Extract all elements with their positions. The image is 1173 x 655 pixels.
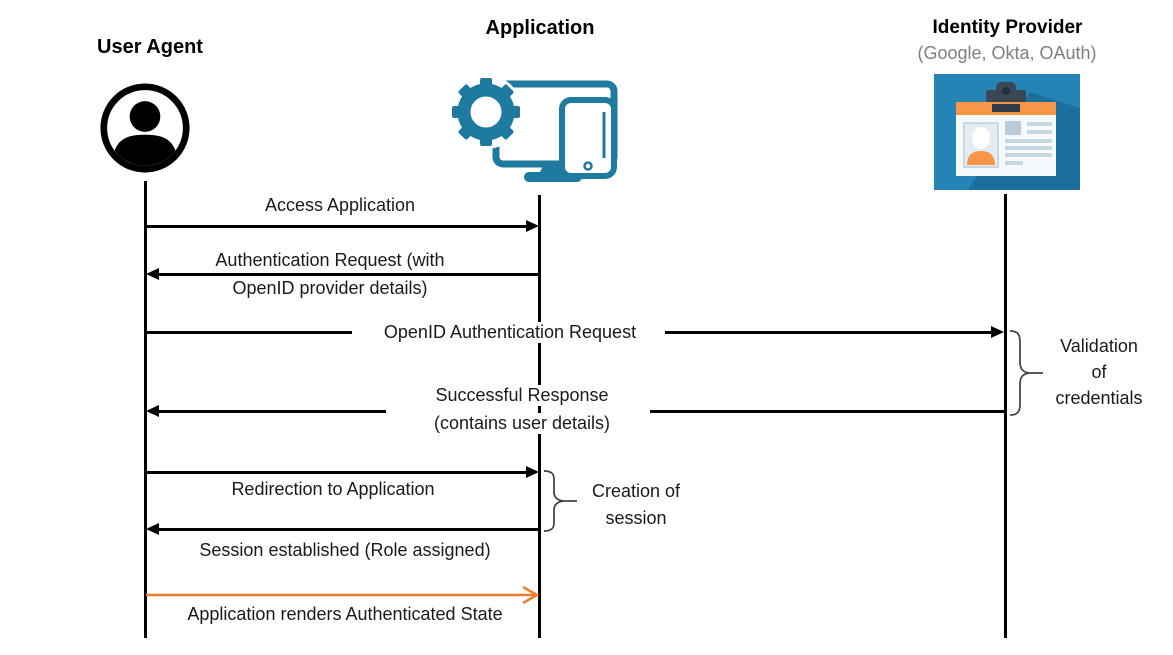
message-label-access-application: Access Application: [264, 195, 416, 215]
highlight-arrow-7: [146, 584, 541, 606]
message-arrow-2: [158, 273, 538, 276]
brace-creation-of-session: [541, 469, 579, 533]
actor-subtitle-identity-provider: (Google, Okta, OAuth): [917, 43, 1097, 63]
message-arrow-4-left-segment: [158, 410, 386, 413]
annotation-line: session: [605, 508, 667, 528]
arrowhead-right-1: [526, 220, 539, 232]
message-arrow-1: [146, 225, 528, 228]
actor-title-identity-provider: Identity Provider: [932, 17, 1083, 38]
annotation-creation-of-session: Creation of session: [574, 478, 698, 532]
annotation-line: Creation of: [591, 481, 681, 501]
message-label-authentication-request-line1: Authentication Request (with: [215, 250, 445, 270]
message-arrow-5: [146, 471, 528, 474]
annotation-line: of: [1091, 362, 1107, 382]
message-arrow-4-right-segment: [650, 410, 1006, 413]
message-label-successful-response-line1: Successful Response: [367, 385, 677, 406]
arrowhead-left-4: [146, 405, 159, 417]
message-label-openid-authentication-request: OpenID Authentication Request: [355, 322, 665, 343]
message-arrow-3-left-segment: [146, 331, 352, 334]
id-card-icon: [934, 74, 1080, 190]
gear-computer-tablet-icon: [452, 60, 627, 192]
lifeline-user-agent: [144, 181, 147, 638]
arrowhead-left-2: [146, 268, 159, 280]
message-label-successful-response-line2: (contains user details): [367, 413, 677, 434]
message-label-application-renders-authenticated-state: Application renders Authenticated State: [187, 604, 503, 624]
annotation-line: Validation: [1060, 336, 1138, 356]
message-arrow-6: [158, 528, 538, 531]
arrowhead-left-6: [146, 523, 159, 535]
actor-title-application: Application: [485, 17, 595, 39]
annotation-validation-of-credentials: Validation of credentials: [1038, 333, 1160, 411]
actor-title-user-agent: User Agent: [97, 36, 203, 58]
annotation-line: credentials: [1055, 388, 1143, 408]
message-arrow-3-right-segment: [658, 331, 992, 334]
message-label-authentication-request-line2: OpenID provider details): [232, 278, 428, 298]
message-label-session-established: Session established (Role assigned): [199, 540, 491, 560]
brace-validation-of-credentials: [1007, 329, 1045, 417]
lifeline-identity-provider: [1004, 194, 1007, 638]
arrowhead-right-5: [526, 466, 539, 478]
arrowhead-right-3: [991, 326, 1004, 338]
message-label-redirection-to-application: Redirection to Application: [231, 479, 435, 499]
person-in-circle-icon: [99, 82, 191, 174]
